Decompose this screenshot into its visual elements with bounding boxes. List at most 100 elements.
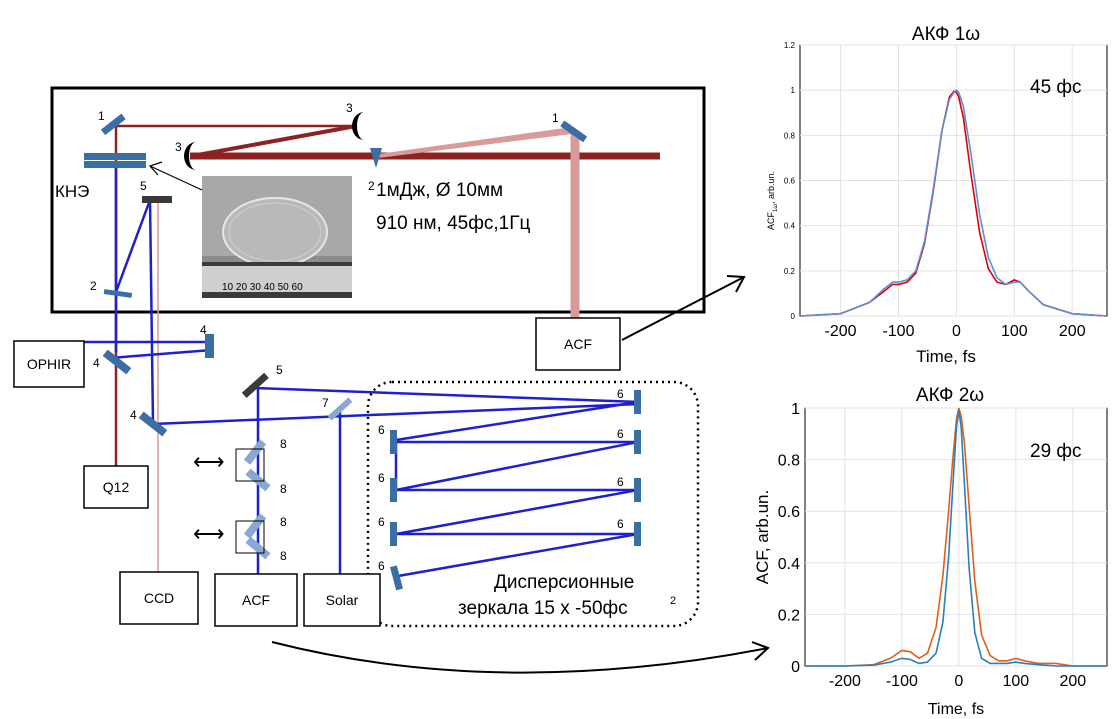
x-tick-label: -100 — [882, 323, 914, 340]
y-tick-label: 0.4 — [778, 556, 800, 573]
chart1-ylabel-main: ACF — [766, 211, 776, 230]
y-tick-label: 1.2 — [784, 41, 796, 50]
chart1-ylabel-sub: 1ω — [773, 204, 779, 212]
svg-text:2: 2 — [368, 179, 375, 193]
crystal-label: КНЭ — [55, 182, 89, 201]
beam-info-line1: 1мДж, Ø 10мм — [376, 180, 503, 201]
vacuum-chamber-frame — [50, 86, 706, 314]
mirror-4b — [102, 349, 132, 375]
ccd-box — [119, 571, 199, 625]
ophir-box — [13, 340, 85, 388]
y-tick-label: 0.6 — [784, 177, 796, 186]
acf-bottom-label: ACF — [242, 592, 270, 608]
svg-text:8: 8 — [280, 482, 287, 496]
solar-box — [303, 573, 381, 627]
y-tick-label: 0 — [791, 659, 800, 676]
x-tick-label: 0 — [954, 673, 963, 690]
chart2-y-ticks: 00.20.40.60.81 — [778, 401, 800, 676]
acf-top-label: ACF — [564, 336, 592, 352]
x-tick-label: 100 — [1001, 323, 1028, 340]
y-tick-label: 0.6 — [778, 504, 800, 521]
q12-label: Q12 — [103, 479, 130, 495]
y-tick-label: 1 — [791, 86, 796, 95]
mirror-8c — [243, 513, 267, 539]
chart2-title: АКФ 2ω — [916, 385, 984, 406]
y-tick-label: 0 — [791, 312, 796, 321]
element-numbers: 1 1 3 3 2 5 2 4 4 4 5 7 6 6 6 6 6 6 6 6 … — [90, 101, 624, 573]
dm-6-r1 — [634, 390, 641, 414]
chart1-annotation: 45 фс — [1030, 77, 1082, 98]
mirror-1-left — [100, 113, 126, 136]
svg-text:5: 5 — [140, 179, 147, 193]
dm-6-l1 — [390, 430, 397, 454]
y-tick-label: 0.8 — [778, 453, 800, 470]
mirror-1-right — [560, 120, 588, 143]
chart1-title: АКФ 1ω — [912, 24, 980, 45]
beam-pink-wedge — [378, 128, 572, 158]
crystal-kne-top — [84, 153, 146, 160]
mirror-7 — [327, 397, 353, 421]
svg-text:2: 2 — [90, 279, 97, 293]
arrow-to-chart-1 — [621, 276, 745, 341]
dm-6-r4 — [634, 522, 641, 546]
svg-text:1: 1 — [552, 111, 559, 125]
q12-box — [83, 465, 149, 509]
dm-6-l2 — [390, 478, 397, 502]
arrow-to-chart-2 — [271, 641, 769, 674]
series-line-1 — [799, 89, 1108, 317]
y-tick-label: 0.2 — [784, 267, 796, 276]
acf-top-box — [535, 317, 621, 371]
mirrors-label-line2: зеркала 15 х -50фс — [458, 598, 628, 619]
mirror-8b — [245, 468, 271, 492]
series-line-0 — [805, 407, 1107, 667]
svg-text:8: 8 — [280, 515, 287, 529]
dm-6-l4 — [389, 565, 403, 591]
svg-text:6: 6 — [378, 423, 385, 437]
x-tick-label: -200 — [829, 673, 861, 690]
crystal-kne-bottom — [84, 161, 146, 168]
mirrors-label-sup: 2 — [670, 595, 676, 607]
delay-stage-2 — [235, 520, 265, 554]
x-tick-label: 200 — [1059, 673, 1086, 690]
dm-6-r3 — [634, 478, 641, 502]
delay-arrow-1: ⟷ — [193, 449, 225, 474]
svg-text:4: 4 — [130, 408, 137, 422]
curved-mirror-3-left — [184, 142, 196, 170]
y-tick-label: 0.8 — [784, 131, 796, 140]
chart1-ylabel-tail: , arb.un. — [766, 171, 776, 204]
svg-text:8: 8 — [280, 549, 287, 563]
beam-info-line2: 910 нм, 45фс,1Гц — [376, 213, 530, 234]
chart2-series — [805, 407, 1107, 667]
svg-text:4: 4 — [200, 323, 207, 337]
chart2-annotation: 29 фс — [1030, 441, 1082, 462]
svg-text:6: 6 — [617, 517, 624, 531]
mirror-2-left — [103, 289, 133, 298]
ccd-label: CCD — [144, 590, 174, 606]
solar-label: Solar — [326, 592, 359, 608]
chart1-grid — [800, 44, 1107, 317]
svg-text:6: 6 — [617, 475, 624, 489]
optical-setup: 10 20 30 40 50 60 — [13, 86, 770, 674]
svg-text:5: 5 — [276, 363, 283, 377]
mirrors — [84, 113, 641, 591]
dm-6-l3 — [390, 522, 397, 546]
x-tick-label: -200 — [825, 323, 857, 340]
crystal-photo: 10 20 30 40 50 60 — [202, 176, 352, 298]
mirror-8d — [245, 536, 271, 560]
mirror-5-top — [142, 196, 172, 203]
svg-text:3: 3 — [346, 101, 353, 115]
mirror-4a — [205, 334, 214, 358]
svg-text:3: 3 — [175, 140, 182, 154]
svg-text:6: 6 — [378, 515, 385, 529]
y-tick-label: 1 — [791, 401, 800, 418]
y-tick-label: 0.4 — [784, 222, 796, 231]
svg-text:6: 6 — [378, 559, 385, 573]
curved-mirror-3-top — [352, 112, 364, 140]
chart1-series — [799, 89, 1108, 317]
mirror-4c — [138, 411, 168, 437]
arrow-to-chart-2-head — [751, 641, 770, 661]
x-tick-label: 200 — [1059, 323, 1086, 340]
beam-to-curved-mirror — [191, 124, 357, 158]
